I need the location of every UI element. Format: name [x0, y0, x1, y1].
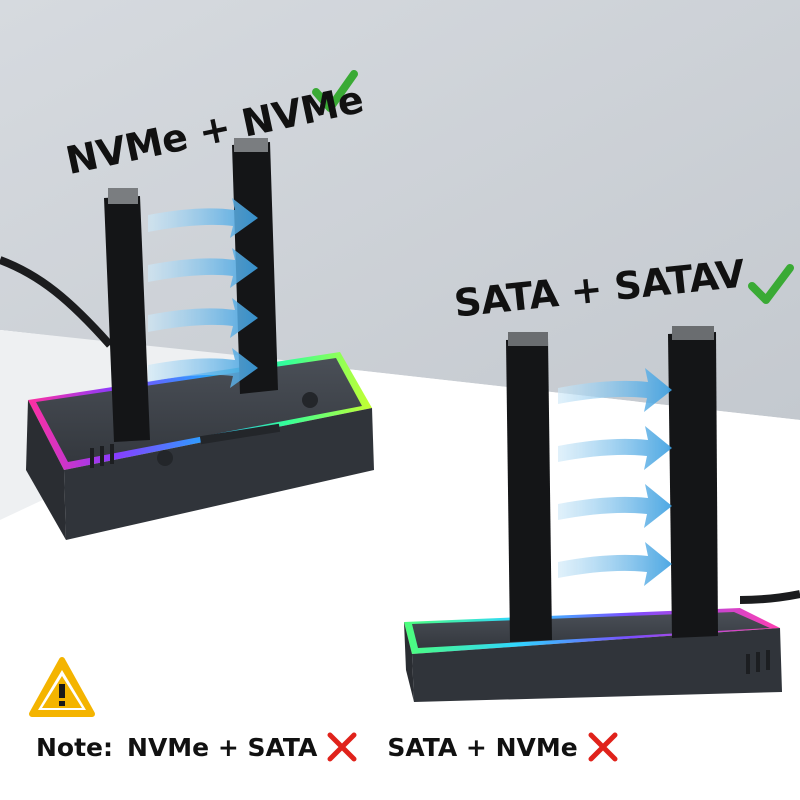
right-ssd-2 — [668, 326, 718, 638]
note-prefix: Note: — [36, 732, 114, 762]
right-ssd-1 — [506, 332, 552, 642]
left-ssd-1 — [104, 188, 150, 442]
warning-icon — [29, 657, 95, 717]
cross-icon — [588, 732, 618, 762]
note-combo-1: NVMe + SATA — [127, 732, 318, 762]
compatibility-note: Note: NVMe + SATA SATA + NVMe — [36, 727, 620, 767]
check-icon — [748, 264, 794, 304]
right-transfer-arrows — [558, 368, 672, 586]
usb-cable-left — [0, 256, 113, 348]
right-dock — [404, 608, 782, 702]
note-combo-2: SATA + NVMe — [387, 732, 578, 762]
check-icon — [312, 70, 358, 112]
left-transfer-arrows — [148, 198, 258, 388]
usb-cable-right — [739, 590, 800, 604]
cross-icon — [327, 732, 357, 762]
